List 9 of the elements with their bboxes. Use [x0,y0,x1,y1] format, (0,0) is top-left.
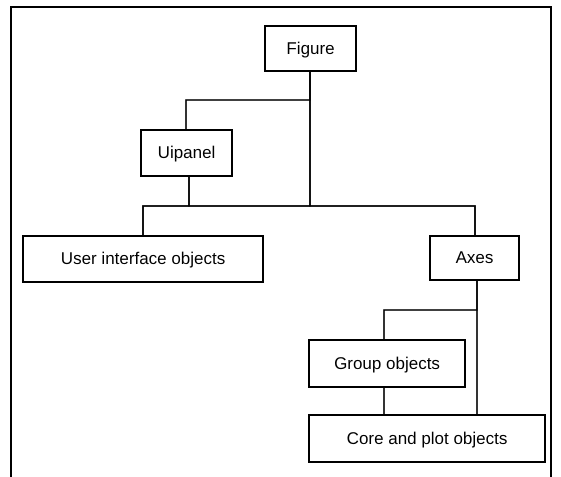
node-box: Group objects [308,339,466,388]
connector-line [476,281,478,414]
connector-line [188,177,476,235]
node-box: Figure [264,25,357,72]
node-box: User interface objects [22,235,264,283]
node-box: Axes [429,235,520,281]
connector-line [383,388,385,414]
node-box: Uipanel [140,129,233,177]
node-box: Core and plot objects [308,414,546,463]
